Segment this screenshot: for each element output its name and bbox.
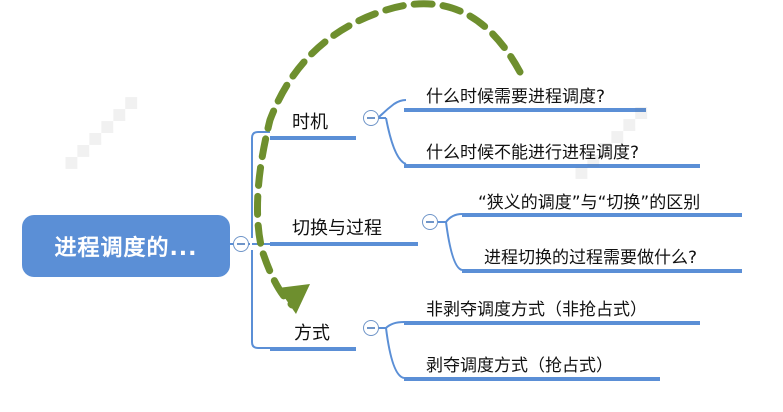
switch-children-connector xyxy=(438,213,463,271)
switch-child-label-1[interactable]: “狭义的调度”与“切换”的区别 xyxy=(478,193,701,213)
timing-child-label-2[interactable]: 什么时候不能进行进程调度? xyxy=(426,143,640,163)
mode-collapse-button[interactable] xyxy=(363,320,379,336)
branch-label-mode[interactable]: 方式 xyxy=(294,323,330,344)
branch-label-switch[interactable]: 切换与过程 xyxy=(292,218,382,239)
timing-children-connector xyxy=(377,99,407,165)
mode-children-connector xyxy=(378,321,405,379)
timing-child-label-1[interactable]: 什么时候需要进程调度? xyxy=(426,87,606,107)
switch-collapse-button[interactable] xyxy=(422,214,438,230)
dashed-arrow-path xyxy=(254,0,524,309)
root-collapse-button[interactable] xyxy=(233,236,249,252)
mode-child-label-2[interactable]: 剥夺调度方式（抢占式） xyxy=(426,356,613,376)
branch-label-timing[interactable]: 时机 xyxy=(292,112,328,133)
mode-child-label-1[interactable]: 非剥夺调度方式（非抢占式） xyxy=(426,300,647,320)
timing-collapse-button[interactable] xyxy=(363,110,379,126)
root-node-label: 进程调度的... xyxy=(54,236,198,261)
root-node[interactable]: 进程调度的... xyxy=(22,215,230,277)
dashed-arrow-head xyxy=(278,284,310,314)
switch-child-label-2[interactable]: 进程切换的过程需要做什么? xyxy=(484,248,698,268)
